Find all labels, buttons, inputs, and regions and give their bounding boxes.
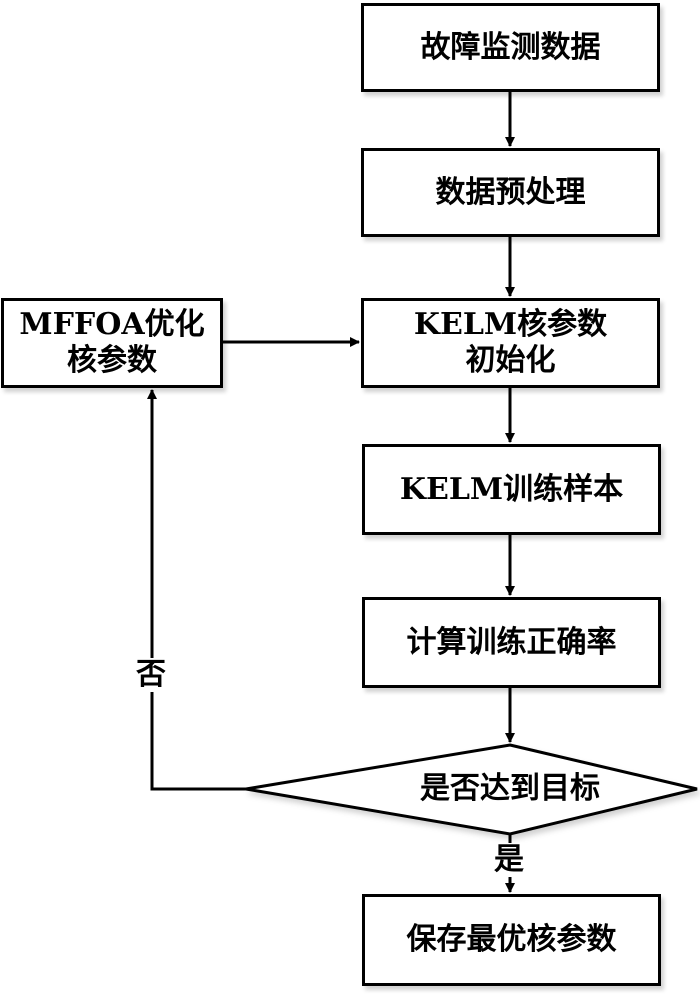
edge-label-no: 否 [136,657,166,692]
node-kelm-train: KELM训练样本 [362,444,661,535]
node-kelm-init-line1: KELM核参数 [413,307,608,342]
node-kelm-init-line2: 初始化 [465,343,556,378]
edge-label-yes: 是 [494,842,524,877]
node-mffoa-line2: 核参数 [67,343,157,378]
node-fault-data-label: 故障监测数据 [420,29,601,65]
node-kelm-train-label: KELM训练样本 [399,471,624,507]
node-calc-accuracy-label: 计算训练正确率 [406,624,617,660]
node-mffoa-line1: MFFOA优化 [19,307,205,342]
decision-label: 是否达到目标 [420,771,600,806]
decision-diamond [245,743,698,836]
node-calc-accuracy: 计算训练正确率 [362,597,661,688]
node-mffoa: MFFOA优化 核参数 [1,298,223,388]
node-fault-data: 故障监测数据 [361,3,660,92]
node-kelm-init: KELM核参数 初始化 [361,298,660,388]
arrow-decision-no-loop [147,389,246,791]
node-save-best-label: 保存最优核参数 [406,922,617,957]
node-save-best: 保存最优核参数 [362,894,661,986]
node-preprocess: 数据预处理 [361,148,660,237]
node-preprocess-label: 数据预处理 [435,174,586,210]
